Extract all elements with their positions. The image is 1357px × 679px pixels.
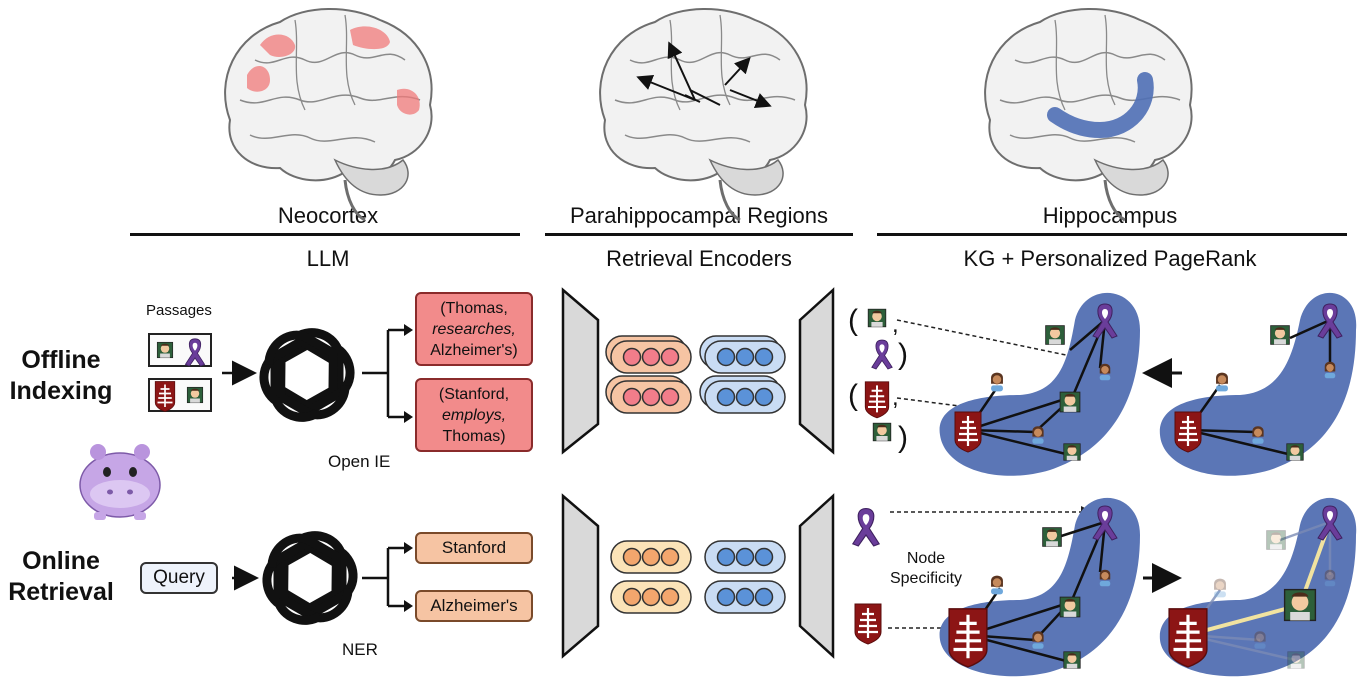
stanford-logo-icon [947, 607, 989, 669]
purple-ribbon-icon [871, 339, 893, 370]
person-avatar-icon [1287, 651, 1305, 669]
offline-label-line1: Offline [21, 346, 101, 374]
triple-box-2: (Stanford, employs, Thomas) [415, 378, 533, 452]
parahippocampal-rule [545, 233, 853, 236]
person-avatar-icon [1063, 651, 1081, 669]
purple-ribbon-icon [852, 508, 880, 547]
stanford-logo-icon [154, 380, 176, 413]
online-label-line1: Online [22, 547, 100, 575]
kg-ppr-header: KG + Personalized PageRank [963, 246, 1257, 271]
query-box: Query [140, 562, 218, 594]
encoder-trapezoid-icon [561, 287, 835, 659]
person-avatar-icon [1059, 596, 1081, 618]
open-ie-label: Open IE [328, 452, 391, 471]
person-avatar-icon [1214, 578, 1226, 598]
stanford-logo-icon [864, 380, 890, 419]
triple-1-subject: (Thomas, [440, 299, 508, 317]
triple-1-object: Alzheimer's) [430, 341, 518, 359]
neocortex-header: Neocortex [277, 203, 379, 228]
brain-hippocampus-icon [983, 7, 1194, 222]
triple-1-relation: researches, [432, 320, 516, 338]
stanford-logo-icon [853, 602, 883, 646]
svg-text:,: , [892, 311, 899, 338]
node-specificity-line2: Specificity [889, 570, 963, 587]
person-avatar-icon [1042, 527, 1062, 547]
person-avatar-icon [1099, 569, 1111, 587]
entity-box-stanford: Stanford [415, 532, 533, 564]
person-avatar-icon [991, 575, 1003, 595]
person-avatar-icon [1283, 588, 1317, 622]
openai-logo-icon [254, 326, 359, 424]
hippocampus-rule [877, 233, 1347, 236]
offline-label-line2: Indexing [9, 377, 113, 405]
stanford-logo-icon [1167, 607, 1209, 669]
person-avatar-icon [1063, 443, 1081, 461]
svg-text:): ) [898, 421, 908, 454]
person-avatar-icon [1059, 391, 1081, 413]
node-specificity-label: Node Specificity [886, 549, 966, 589]
stanford-logo-icon [1173, 410, 1203, 454]
svg-text:(: ( [848, 304, 858, 337]
svg-text:): ) [898, 338, 908, 371]
brain-parahippocampal-icon [598, 7, 809, 222]
entity-box-alzheimers: Alzheimer's [415, 590, 533, 622]
passages-label: Passages [146, 302, 212, 319]
hippocampus-header: Hippocampus [1042, 203, 1178, 228]
person-avatar-icon [1324, 361, 1336, 379]
person-avatar-icon [1045, 325, 1065, 345]
purple-ribbon-icon [184, 338, 206, 367]
triple-2-relation: employs, [441, 406, 507, 424]
llm-header: LLM [306, 246, 350, 271]
triple-2-object: Thomas) [442, 427, 506, 445]
svg-text:(: ( [848, 379, 858, 412]
triple-2-subject: (Stanford, [438, 385, 510, 403]
offline-indexing-label: Offline Indexing [0, 345, 122, 407]
svg-text:,: , [892, 384, 899, 411]
person-avatar-icon [1254, 631, 1266, 649]
person-avatar-icon [1099, 363, 1111, 381]
online-retrieval-label: Online Retrieval [0, 546, 122, 608]
person-avatar-icon [867, 308, 887, 328]
person-avatar-icon [1216, 372, 1228, 392]
person-avatar-icon [1032, 426, 1044, 444]
stanford-logo-icon [953, 410, 983, 454]
retrieval-encoders-header: Retrieval Encoders [606, 246, 792, 271]
neocortex-rule [130, 233, 520, 236]
openai-logo-icon [257, 529, 362, 627]
hippo-mascot-icon [79, 444, 161, 520]
brain-neocortex-icon [223, 7, 434, 222]
person-avatar-icon [1286, 443, 1304, 461]
person-avatar-icon [1266, 530, 1286, 550]
person-avatar-icon [1032, 631, 1044, 649]
node-specificity-line1: Node [906, 550, 946, 567]
person-avatar-icon [1270, 325, 1290, 345]
online-label-line2: Retrieval [8, 578, 114, 606]
ner-label: NER [342, 640, 378, 659]
person-avatar-icon [186, 386, 204, 404]
person-avatar-icon [1324, 569, 1336, 587]
person-avatar-icon [991, 372, 1003, 392]
parahippocampal-header: Parahippocampal Regions [569, 203, 829, 228]
person-avatar-icon [1252, 426, 1264, 444]
triple-box-1: (Thomas, researches, Alzheimer's) [415, 292, 533, 366]
person-avatar-icon [872, 422, 892, 442]
person-avatar-icon [156, 341, 174, 359]
